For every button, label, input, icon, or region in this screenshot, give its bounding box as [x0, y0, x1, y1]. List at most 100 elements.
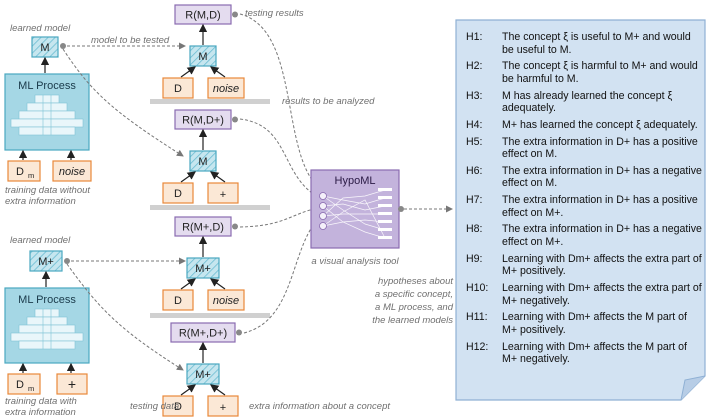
hypoml-port [398, 206, 404, 212]
result-port-4 [236, 329, 242, 336]
hypothesis-id: H4: [466, 118, 483, 131]
hypothesis-text: M has already learned the concept ξ adeq… [502, 89, 673, 115]
separator-2 [150, 205, 270, 210]
input-a-arrow-3 [180, 278, 196, 290]
hypothesis-item: H11: Learning with Dm+ affects the M part… [466, 311, 702, 336]
input-b-arrow-4 [210, 384, 226, 396]
result4-to-hypoml-arrow [243, 218, 319, 334]
model-text-2: M [198, 156, 207, 168]
noise-text-1: noise [213, 83, 239, 95]
hypothesis-text: The extra information in D+ has a positi… [502, 194, 698, 219]
hypothesis-text: M+ has learned the concept ξ adequately. [502, 118, 698, 131]
hypothesis-id: H8: [466, 223, 483, 236]
hyp-caption-line4: the learned models [372, 315, 453, 326]
hypothesis-item: H9: Learning with Dm+ affects the extra p… [466, 253, 702, 278]
plus-text-2: + [220, 189, 226, 201]
hyp-caption-line3: a ML process, and [375, 302, 454, 313]
results-analyzed-label: results to be analyzed [282, 96, 375, 107]
result-text-3: R(M+,D) [182, 222, 224, 234]
hypothesis-id: H9: [466, 252, 483, 265]
model-box-2 [189, 150, 217, 172]
bottom-model-text: M+ [38, 256, 54, 268]
hypotheses-caption: hypotheses about a specific concept, a M… [372, 276, 454, 326]
bottom-ml-process-title: ML Process [18, 294, 76, 306]
plus-text-4: + [220, 402, 226, 414]
input-b-arrow-1 [210, 66, 226, 78]
top-learned-model-label: learned model [10, 23, 71, 34]
hypothesis-item: H2: The concept ξ is harmful to M+ and wo… [466, 60, 702, 85]
noise-box-3 [207, 289, 245, 311]
noise-text-3: noise [213, 295, 239, 307]
test-data-text-2: D [174, 188, 182, 200]
hypothesis-text: Learning with Dm+ affects the M part of … [502, 311, 687, 336]
bottom-network-icon [10, 308, 84, 350]
hypothesis-text: The concept ξ is harmful to M+ and would… [502, 60, 698, 85]
separator-3 [150, 313, 270, 318]
test-data-box-2 [162, 182, 194, 204]
extra-info-label: extra information about a concept [249, 401, 390, 412]
bottom-model-port [64, 258, 70, 264]
result1-to-hypoml-arrow [239, 13, 319, 188]
separator-1 [150, 99, 270, 104]
model-box-4 [186, 363, 220, 385]
bottom-training-data-box [7, 373, 41, 395]
hypothesis-text: The extra information in D+ has a negati… [502, 164, 702, 190]
top-ml-process-title: ML Process [18, 80, 76, 92]
hypothesis-id: H1: [466, 31, 483, 43]
hypothesis-id: H12: [466, 340, 489, 353]
hypothesis-id: H6: [466, 164, 483, 177]
top-training-data-box [7, 160, 41, 182]
top-data-subscript: m [28, 171, 34, 180]
hypothesis-item: H3:M has already learned the concept ξ a… [466, 90, 702, 115]
input-a-arrow-4 [180, 384, 196, 396]
hypothesis-id: H2: [466, 60, 483, 73]
hyp-caption-line1: hypotheses about [378, 276, 453, 287]
bottom-data-subscript: m [28, 384, 34, 393]
result-text-4: R(M+,D+) [179, 328, 227, 340]
hypothesis-text: The concept ξ is useful to M+ and would … [502, 31, 691, 56]
top-model-text: M [40, 42, 49, 54]
model-text-1: M [198, 51, 207, 63]
model-text-4: M+ [195, 369, 211, 381]
hypothesis-item: H6: The extra information in D+ has a neg… [466, 165, 702, 190]
hypothesis-text: The extra information in D+ has a positi… [502, 135, 698, 161]
hypothesis-id: H10: [466, 281, 489, 294]
input-b-arrow-2 [210, 171, 226, 183]
hypothesis-item: H5:The extra information in D+ has a pos… [466, 136, 702, 161]
to-test-label: model to be tested [91, 35, 170, 46]
hyp-caption-line2: a specific concept, [375, 289, 453, 300]
hypothesis-id: H11: [466, 311, 488, 324]
top-to-column2-arrow [62, 48, 184, 157]
hypotheses-list: H1: The concept ξ is useful to M+ and wou… [466, 31, 702, 370]
input-a-arrow-1 [180, 66, 196, 78]
bottom-to-column4-arrow [66, 263, 184, 371]
hypoml-network-icon [319, 188, 392, 239]
hypothesis-item: H10:Learning with Dm+ affects the extra … [466, 282, 702, 307]
testing-data-label: testing data [130, 401, 179, 412]
test-data-box-3 [162, 289, 194, 311]
hypoml-caption: a visual analysis tool [311, 256, 399, 267]
result-port-2 [232, 116, 238, 123]
top-data-text: D [16, 166, 24, 178]
model-box-1 [189, 45, 217, 67]
top-model-port [60, 43, 66, 49]
result-text-2: R(M,D+) [182, 115, 224, 127]
bottom-learned-model-label: learned model [10, 235, 71, 246]
top-noise-text: noise [59, 166, 85, 178]
bottom-caption-line2: extra information [5, 407, 76, 417]
result2-to-hypoml-arrow [239, 118, 319, 198]
result-text-1: R(M,D) [185, 10, 220, 22]
top-noise-box [52, 160, 92, 182]
test-data-text-1: D [174, 83, 182, 95]
testing-results-label: testing results [245, 8, 304, 19]
hypothesis-text: Learning with Dm+ affects the extra part… [502, 252, 702, 278]
model-box-3 [186, 257, 220, 279]
result-port-3 [232, 223, 238, 230]
bottom-data-text: D [16, 379, 24, 391]
hypoml-box [310, 169, 400, 249]
test-data-text-3: D [174, 295, 182, 307]
hypothesis-item: H4: M+ has learned the concept ξ adequate… [466, 119, 702, 132]
